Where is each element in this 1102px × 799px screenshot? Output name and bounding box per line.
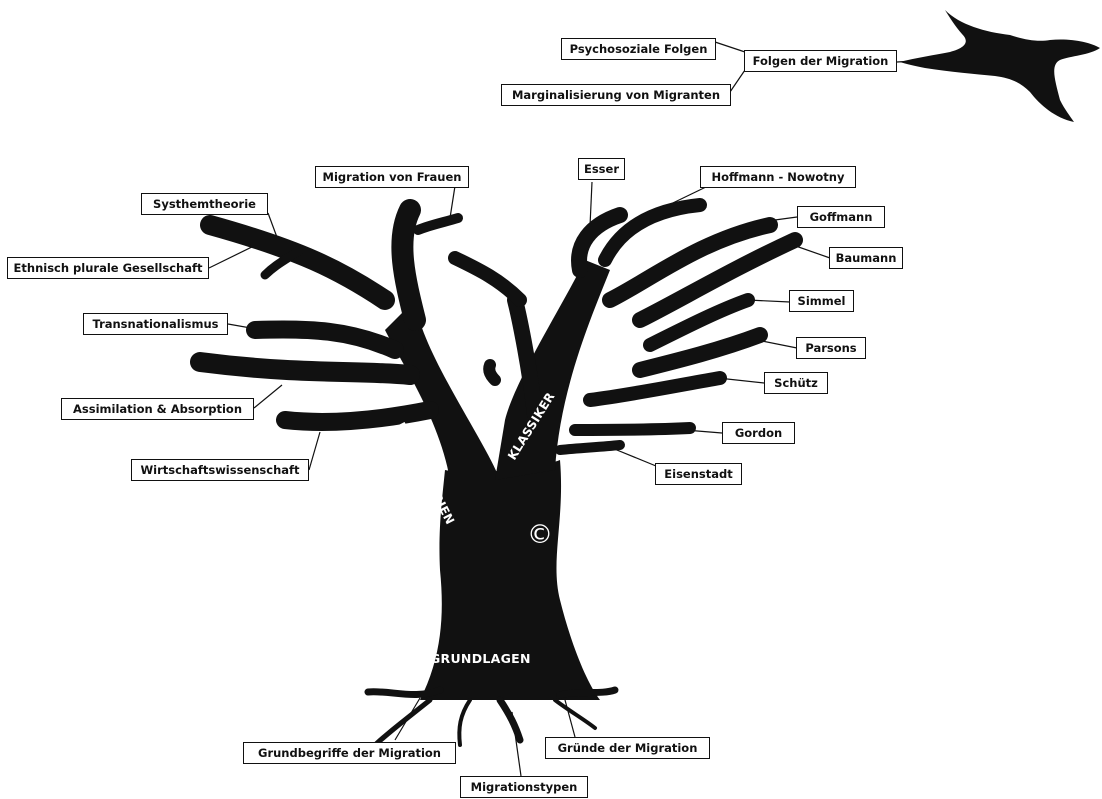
label-goffmann: Goffmann (797, 206, 885, 228)
label-migration-von-frauen: Migration von Frauen (315, 166, 469, 188)
label-gruende-der-migration: Gründe der Migration (545, 737, 710, 759)
label-assimilation-absorption: Assimilation & Absorption (61, 398, 254, 420)
label-schuetz: Schütz (764, 372, 828, 394)
label-simmel: Simmel (789, 290, 854, 312)
trunk-label: GRUNDLAGEN (430, 651, 531, 666)
label-hoffmann-nowotny: Hoffmann - Nowotny (700, 166, 856, 188)
label-baumann: Baumann (829, 247, 903, 269)
trunk-knot-symbol: © (527, 520, 554, 550)
tree-silhouette (190, 198, 803, 751)
label-marginalisierung: Marginalisierung von Migranten (501, 84, 731, 106)
label-grundbegriffe-der-migration: Grundbegriffe der Migration (243, 742, 456, 764)
label-gordon: Gordon (722, 422, 795, 444)
label-esser: Esser (578, 158, 625, 180)
branches (190, 198, 803, 455)
bird-silhouette (900, 10, 1100, 122)
label-folgen-der-migration: Folgen der Migration (744, 50, 897, 72)
label-wirtschaftswissenschaft: Wirtschaftswissenschaft (131, 459, 309, 481)
label-systhemtheorie: Systhemtheorie (141, 193, 268, 215)
label-migrationstypen: Migrationstypen (460, 776, 588, 798)
label-eisenstadt: Eisenstadt (655, 463, 742, 485)
label-ethnisch-plurale-gesellschaft: Ethnisch plurale Gesellschaft (7, 257, 209, 279)
label-transnationalismus: Transnationalismus (83, 313, 228, 335)
label-parsons: Parsons (796, 337, 866, 359)
label-psychosoziale-folgen: Psychosoziale Folgen (561, 38, 716, 60)
